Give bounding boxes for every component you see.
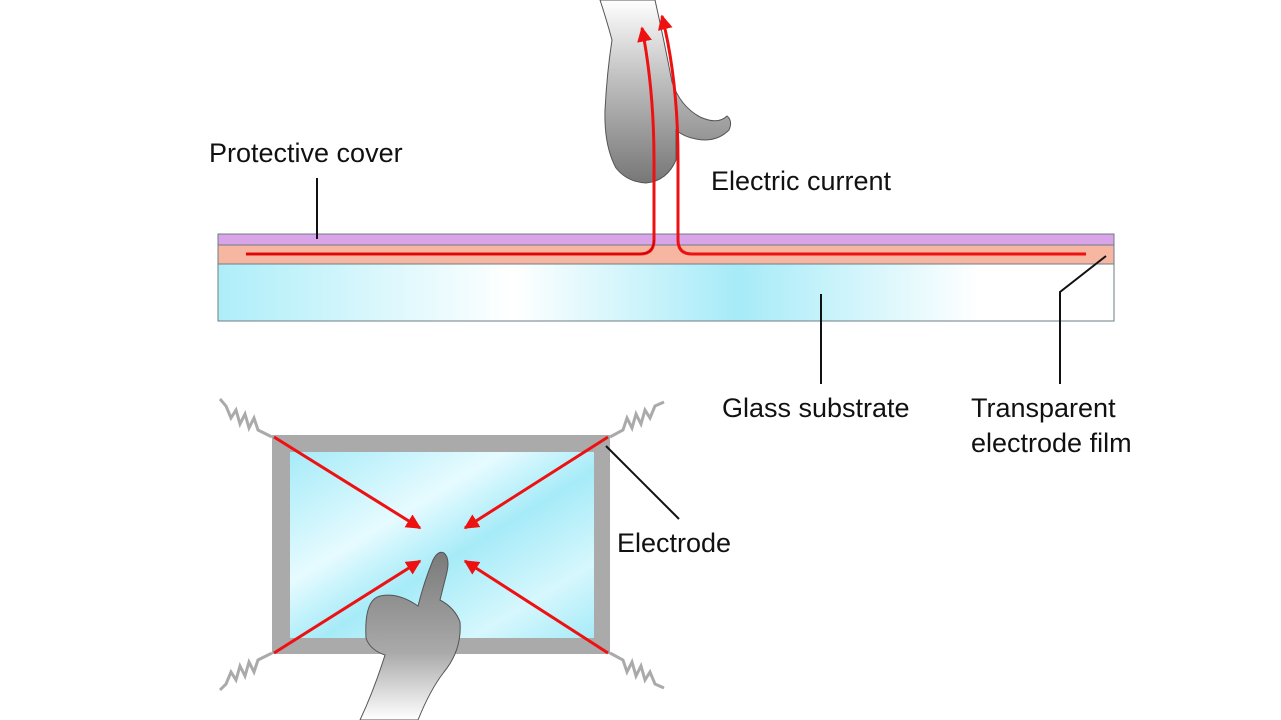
zigzag-resistor-icon [218,651,273,692]
protective-cover-layer [217,233,1115,246]
leader-electrode [605,445,680,520]
label-protective-cover: Protective cover [209,138,403,168]
label-glass-substrate: Glass substrate [722,393,910,423]
zigzag-resistor-icon [609,651,665,690]
label-electrode: Electrode [617,528,732,558]
current-line-right [657,14,1086,256]
pointing-hand-icon [359,551,461,720]
label-electric-current: Electric current [711,166,892,196]
zigzag-resistor-icon [609,400,665,439]
current-arrow-bottom-left [273,559,422,655]
current-arrow-top-right [463,435,609,530]
zigzag-resistor-icon [218,398,273,439]
label-transparent-line1: Transparent [971,393,1116,423]
current-arrow-bottom-right [463,559,609,655]
label-transparent-line2: electrode film [971,428,1132,458]
glass-substrate-layer [217,263,1115,322]
leader-electrode-film [1059,255,1107,384]
label-transparent-electrode-film: Transparent electrode film [971,391,1132,461]
pointing-hand-icon [599,0,732,184]
current-outline-left [246,239,655,255]
current-arrow-top-left [273,435,422,530]
